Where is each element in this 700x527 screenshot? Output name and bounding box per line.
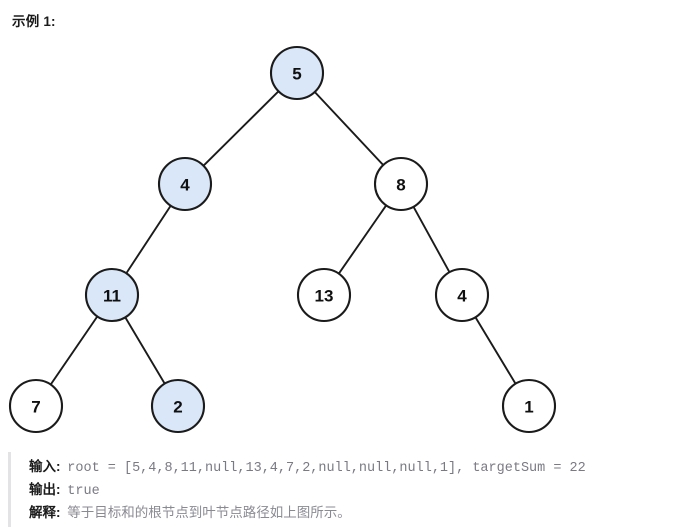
binary-tree-figure: 5 4 8 11 13 4 7 2 1 [0,28,700,448]
tree-node: 5 [269,45,325,101]
tree-edge [473,315,518,386]
tree-node: 1 [501,378,557,434]
tree-node-circle [150,378,206,434]
tree-node-label: 1 [524,398,533,417]
page-title: 示例 1: [12,14,56,29]
tree-node: 4 [434,267,490,323]
example-row-input: 输入: root = [5,4,8,11,null,13,4,7,2,null,… [29,456,692,479]
tree-node-circle [434,267,490,323]
explanation-label: 解释: [29,505,61,520]
tree-edge [201,89,281,168]
tree-node: 4 [157,156,213,212]
tree-node: 11 [84,267,140,323]
tree-node-label: 8 [396,176,405,195]
tree-edge [123,315,167,386]
tree-node: 7 [8,378,64,434]
tree-edge [124,203,173,276]
tree-node-circle [501,378,557,434]
example-quote-block: 输入: root = [5,4,8,11,null,13,4,7,2,null,… [8,452,692,527]
output-value: true [67,484,100,499]
example-row-output: 输出: true [29,479,692,502]
tree-node-label: 7 [31,398,40,417]
tree-edge [49,314,99,387]
example-row-explanation: 解释: 等于目标和的根节点到叶节点路径如上图所示。 [29,502,692,523]
tree-node-layer: 5 4 8 11 13 4 7 2 1 [8,45,557,434]
output-label: 输出: [29,482,61,497]
tree-node-circle [296,267,352,323]
tree-edge [337,203,388,276]
tree-node-label: 4 [180,176,190,195]
tree-edge [313,90,385,167]
input-value: root = [5,4,8,11,null,13,4,7,2,null,null… [67,461,586,476]
tree-edge-layer [49,89,518,387]
tree-node-label: 13 [315,287,334,306]
tree-node: 2 [150,378,206,434]
binary-tree-diagram: 5 4 8 11 13 4 7 2 1 [8,45,557,434]
tree-edge [412,204,451,275]
tree-node-label: 2 [173,398,182,417]
explanation-value: 等于目标和的根节点到叶节点路径如上图所示。 [67,505,351,520]
tree-node-circle [84,267,140,323]
tree-node-label: 5 [292,65,301,84]
tree-node: 8 [373,156,429,212]
tree-node-label: 11 [103,287,121,306]
tree-node-circle [8,378,64,434]
input-label: 输入: [29,459,61,474]
tree-node-circle [373,156,429,212]
tree-node-circle [269,45,325,101]
tree-node-circle [157,156,213,212]
tree-node: 13 [296,267,352,323]
tree-node-label: 4 [457,287,467,306]
